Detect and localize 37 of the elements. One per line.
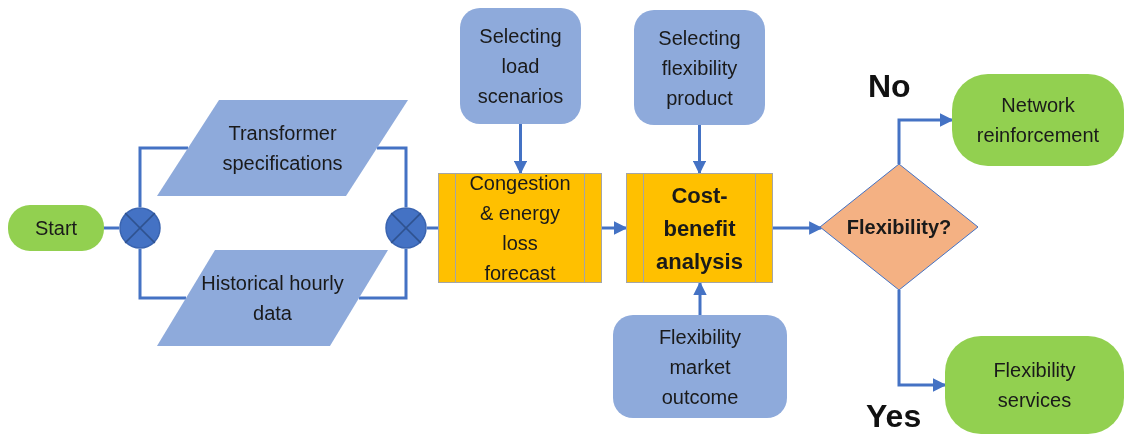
terminal-box <box>952 74 1124 166</box>
node-text: Flexibility market outcome <box>657 324 743 410</box>
terminal-box <box>8 205 104 251</box>
connector-line <box>377 146 408 207</box>
node-text: Historical hourly data <box>200 271 345 326</box>
arrow <box>513 124 528 175</box>
junction-circle <box>119 207 161 249</box>
input-box <box>634 10 765 125</box>
input-box <box>460 8 581 124</box>
input-box <box>613 315 787 418</box>
connector-line <box>104 226 119 230</box>
arrow <box>897 290 947 392</box>
terminal-box <box>945 336 1124 434</box>
arrow <box>897 113 954 164</box>
connector-line <box>138 249 186 300</box>
arrow <box>693 281 707 315</box>
data-parallelogram <box>157 250 388 346</box>
node-text: Congestion & energy loss forecast <box>468 171 572 286</box>
node-text: Network reinforcement <box>975 93 1101 148</box>
connector-line <box>138 146 188 207</box>
node-text: Cost-benefit analysis <box>655 181 744 276</box>
connector-line <box>427 226 438 230</box>
node-text: Selecting flexibility product <box>657 25 742 111</box>
process-box <box>438 173 602 283</box>
junction-circle <box>385 207 427 249</box>
node-text: Start <box>34 216 78 241</box>
process-box <box>626 173 773 283</box>
node-text: Flexibility? <box>846 215 952 240</box>
arrow <box>773 221 823 235</box>
data-parallelogram <box>157 100 408 196</box>
arrow <box>692 125 707 175</box>
node-text: Selecting load scenarios <box>477 24 564 109</box>
connector-line <box>359 249 408 300</box>
node-text: Transformer specifications <box>221 121 344 176</box>
arrow <box>602 221 628 235</box>
decision-diamond <box>820 164 978 290</box>
node-text: Flexibility services <box>992 358 1077 413</box>
